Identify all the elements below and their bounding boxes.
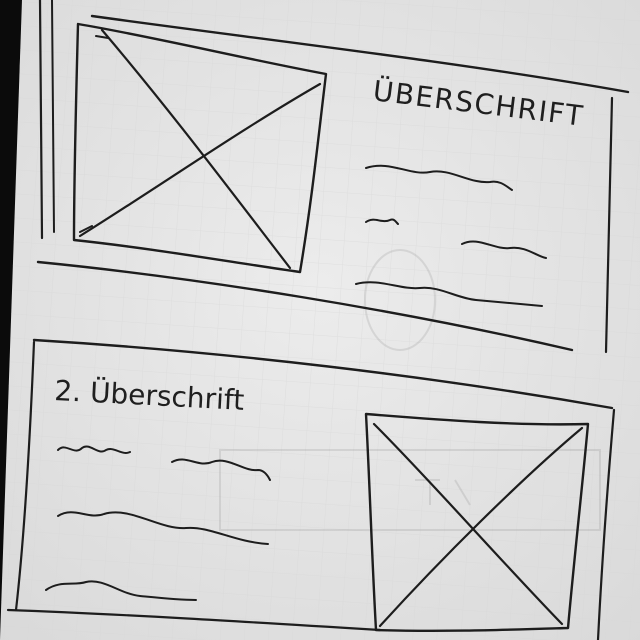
text-line: [355, 281, 543, 307]
section-1-left-border: [38, 0, 44, 240]
text-line: [45, 580, 197, 601]
section-1-bottom-border: [36, 260, 574, 352]
image-placeholder-icon: [364, 412, 590, 633]
section-2-bottom-border: [6, 608, 382, 632]
text-line: [365, 218, 399, 225]
text-line: [57, 445, 131, 454]
text-line: [57, 511, 269, 545]
image-placeholder-icon: [72, 22, 328, 274]
text-line: [171, 458, 271, 481]
section-1-text-lines: [355, 164, 547, 307]
section-2-left-border: [14, 340, 36, 612]
text-line: [461, 240, 547, 259]
section-1-top-border: [90, 14, 630, 94]
text-line: [365, 164, 513, 191]
section-2-right-border: [596, 408, 616, 640]
section-2-top-border: [32, 338, 614, 410]
section-2-text-lines: [45, 445, 271, 601]
section-1-right-border: [604, 96, 614, 354]
